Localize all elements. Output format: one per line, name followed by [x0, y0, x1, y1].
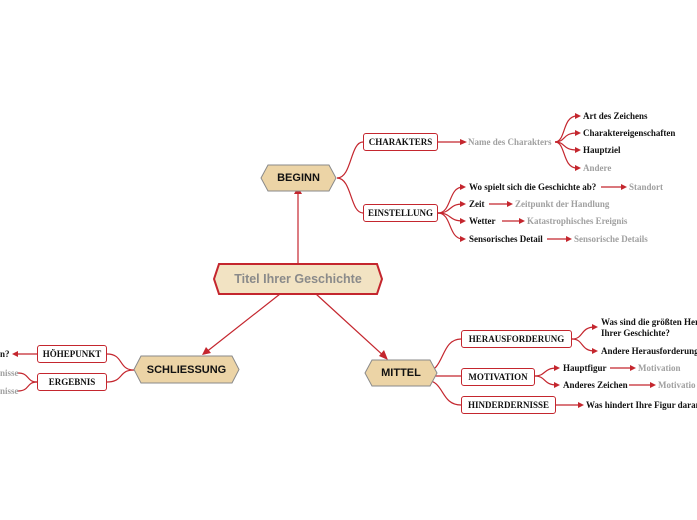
topic-ergebnis[interactable]: ERGEBNIS [37, 373, 107, 391]
node-art-des-zeichens[interactable]: Art des Zeichens [583, 111, 648, 121]
node-wetter[interactable]: Wetter [469, 216, 496, 226]
node-hoehepunkt-child[interactable]: n? [0, 349, 10, 359]
branch-beginn[interactable]: BEGINN [260, 164, 337, 192]
node-groessten-line-1: Was sind die größten Her [601, 317, 697, 327]
node-motivation-hauptfigur[interactable]: Motivation [638, 363, 681, 373]
node-zeit[interactable]: Zeit [469, 199, 485, 209]
node-ergebnis-child-2[interactable]: nisse [0, 386, 19, 396]
node-hauptziel[interactable]: Hauptziel [583, 145, 621, 155]
node-groessten-herausforderungen[interactable]: Was sind die größten Her Ihrer Geschicht… [601, 317, 697, 339]
node-ergebnis-child-1[interactable]: nisse [0, 368, 19, 378]
node-charaktereigenschaften[interactable]: Charaktereigenschaften [583, 128, 676, 138]
central-topic-label: Titel Ihrer Geschichte [234, 272, 362, 286]
node-hauptfigur[interactable]: Hauptfigur [563, 363, 607, 373]
node-katastrophe[interactable]: Katastrophisches Ereignis [527, 216, 628, 226]
node-was-hindert[interactable]: Was hindert Ihre Figur daran [586, 400, 697, 410]
topic-hindernisse[interactable]: HINDERDERNISSE [461, 396, 556, 414]
node-anderes-zeichen[interactable]: Anderes Zeichen [563, 380, 628, 390]
topic-motivation[interactable]: MOTIVATION [461, 368, 535, 386]
node-sensorisches-detail[interactable]: Sensorisches Detail [469, 234, 543, 244]
node-andere-herausforderung[interactable]: Andere Herausforderung [601, 346, 697, 356]
branch-mittel[interactable]: MITTEL [364, 359, 438, 387]
topic-hoehepunkt[interactable]: HÖHEPUNKT [37, 345, 107, 363]
branch-beginn-label: BEGINN [277, 172, 320, 184]
branch-mittel-label: MITTEL [381, 367, 421, 379]
node-sensorische-details[interactable]: Sensorische Details [574, 234, 648, 244]
branch-schliessung[interactable]: SCHLIESSUNG [133, 355, 240, 384]
node-groessten-line-2: Ihrer Geschichte? [601, 328, 670, 338]
node-name-des-charakters[interactable]: Name des Charakters [468, 137, 552, 147]
node-wo-spielt[interactable]: Wo spielt sich die Geschichte ab? [469, 182, 597, 192]
branch-schliessung-label: SCHLIESSUNG [146, 363, 227, 376]
node-andere[interactable]: Andere [583, 163, 612, 173]
node-zeitpunkt[interactable]: Zeitpunkt der Handlung [515, 199, 610, 209]
topic-herausforderung[interactable]: HERAUSFORDERUNG [461, 330, 572, 348]
node-motivation-anderes[interactable]: Motivatio [658, 380, 696, 390]
topic-charakters[interactable]: CHARAKTERS [363, 133, 438, 151]
topic-einstellung[interactable]: EINSTELLUNG [363, 204, 438, 222]
central-topic[interactable]: Titel Ihrer Geschichte [213, 263, 383, 295]
node-standort[interactable]: Standort [629, 182, 664, 192]
